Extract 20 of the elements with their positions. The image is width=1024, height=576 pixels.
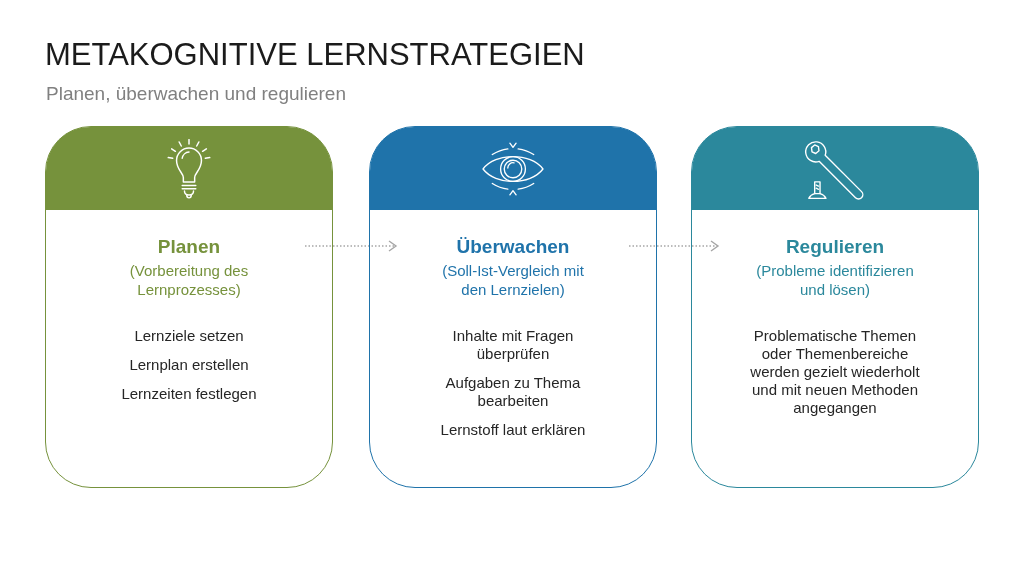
list-item-text: Lernstoff laut erklären: [440, 421, 586, 439]
stage-subtitle: (Soll-Ist-Vergleich mit den Lernzielen): [441, 261, 585, 299]
stage-title: Regulieren: [785, 236, 885, 258]
slide-title: METAKOGNITIVE LERNSTRATEGIEN: [45, 36, 585, 74]
dotted-arrow: [628, 240, 719, 252]
stage-card: [691, 126, 979, 488]
stage-card: [45, 126, 333, 488]
list-item-text: Lernplan erstellen: [129, 356, 249, 374]
list-item-text: Inhalte mit Fragen überprüfen: [451, 327, 575, 363]
stage-card: [369, 126, 657, 488]
list-item-text: Lernzeiten festlegen: [121, 385, 257, 403]
stage-subtitle: (Probleme identifizieren und lösen): [755, 261, 915, 299]
list-item-text: Aufgaben zu Thema bearbeiten: [444, 374, 582, 410]
list-item-text: Lernziele setzen: [134, 327, 244, 345]
stage-subtitle: (Vorbereitung des Lernprozesses): [128, 261, 250, 299]
stage-title: Planen: [157, 236, 221, 258]
slide-subtitle: Planen, überwachen und regulieren: [46, 82, 346, 106]
stage-title: Überwachen: [456, 236, 570, 258]
dotted-arrow: [304, 240, 397, 252]
description-text: Problematische Themen oder Themenbereiche werden gezielt wiederholt und mit neuen Methoden angegangen: [749, 327, 921, 417]
